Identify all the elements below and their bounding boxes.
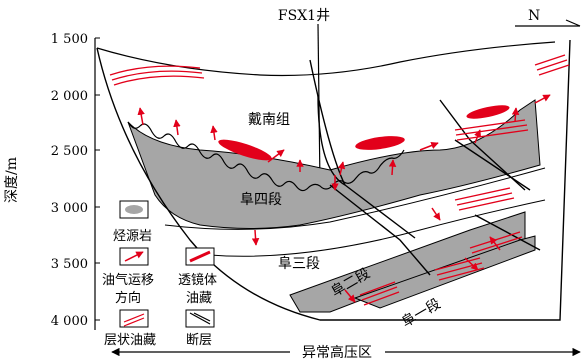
- basin-outline: [96, 39, 571, 321]
- unit-label-funing4: 阜四段: [240, 191, 282, 208]
- legend-lens: 透镜体: [178, 273, 217, 288]
- y-tick: 4 000: [51, 314, 88, 329]
- legend-layered: 层状油藏: [104, 333, 156, 348]
- funing4-source-rock: [127, 99, 541, 229]
- overpressure-label: 异常高压区: [302, 344, 372, 360]
- y-axis-label: 深度/m: [4, 157, 20, 203]
- y-tick: 1 500: [51, 32, 88, 47]
- layered-legend-icon: [123, 313, 145, 327]
- lens-reservoirs: [218, 105, 510, 161]
- migration-arrows: [137, 94, 551, 303]
- faults: [309, 59, 541, 276]
- y-tick: 2 500: [51, 144, 88, 159]
- y-tick: 3 000: [51, 201, 88, 216]
- dainan-top-surface: [96, 41, 556, 77]
- unit-label-funing3: 阜三段: [278, 255, 320, 272]
- source-rock-legend-icon: [125, 205, 143, 214]
- svg-text:N: N: [528, 8, 540, 24]
- migration-legend-icon: [124, 251, 144, 262]
- legend-source-rock: 烃源岩: [113, 229, 152, 244]
- funing2-right-source-rock: [353, 235, 536, 309]
- legend-fault: 断层: [186, 333, 212, 348]
- funing3-top: [164, 167, 546, 230]
- y-axis: 1 500 2 000 2 500 3 000 3 500 4 000 深度/m: [4, 32, 100, 330]
- legend-lens-line2: 油藏: [186, 291, 212, 306]
- legend-migration-line2: 方向: [115, 290, 141, 306]
- lens-legend-icon: [189, 250, 211, 263]
- overpressure-arrow: 异常高压区: [111, 344, 581, 360]
- legend-migration: 油气运移: [102, 272, 154, 288]
- y-tick: 2 000: [51, 89, 88, 104]
- north-arrow-icon: N: [515, 8, 581, 27]
- funing3-base: [209, 199, 546, 257]
- legend: 烃源岩 油气运移 方向 透镜体 油藏 层状油藏 断层: [102, 200, 217, 348]
- y-tick: 3 500: [51, 257, 88, 272]
- unit-label-funing1: 阜一段: [399, 295, 444, 331]
- well-title: FSX1井: [278, 8, 330, 24]
- well-line: [317, 23, 321, 186]
- fault-legend-icon: [189, 312, 211, 325]
- unconformity-line: [127, 121, 405, 192]
- unit-label-dainan: 戴南组: [248, 112, 290, 128]
